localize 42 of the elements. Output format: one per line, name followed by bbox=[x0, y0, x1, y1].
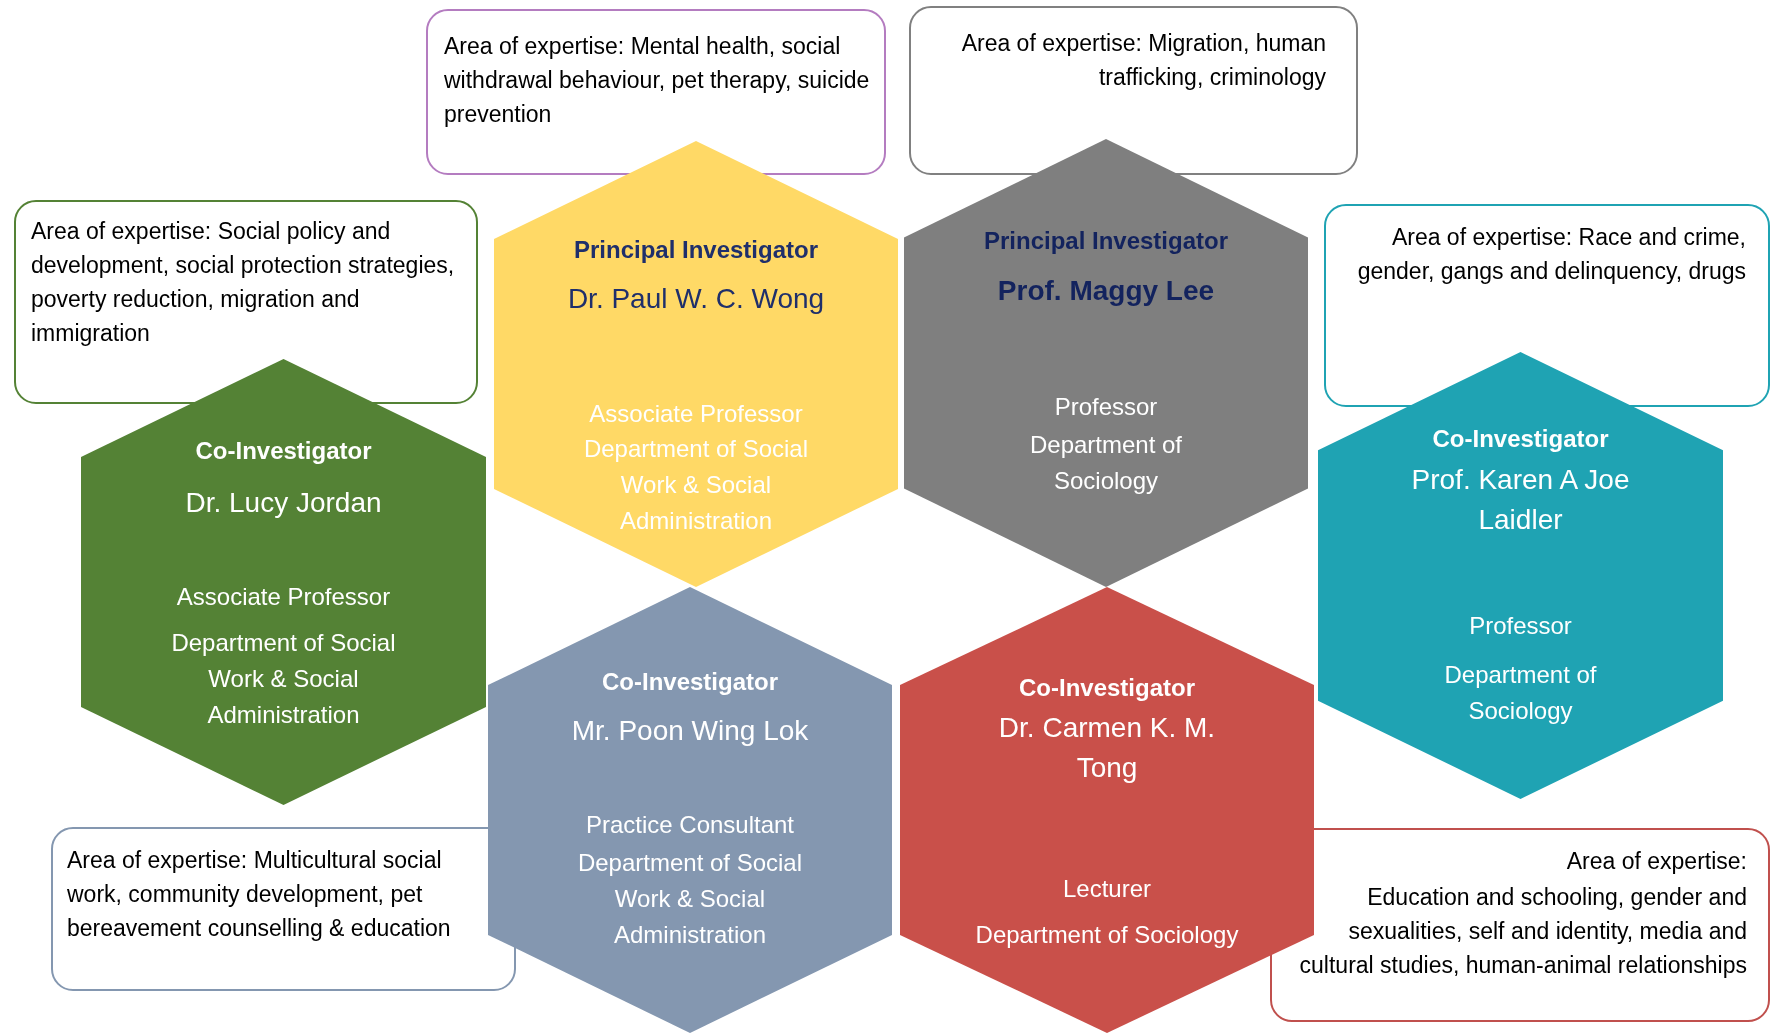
callout-box bbox=[1324, 204, 1770, 407]
profile-hexagon bbox=[488, 587, 892, 1033]
profile-hexagon bbox=[904, 139, 1308, 587]
job-title: Professor bbox=[1468, 611, 1573, 641]
callout-box bbox=[51, 827, 516, 991]
callout-box bbox=[1270, 828, 1770, 1022]
department-text: Department of Social Work & Social Administration bbox=[576, 848, 804, 950]
person-name: Prof. Karen A Joe Laidler bbox=[1410, 463, 1631, 537]
profile-hexagon bbox=[494, 141, 898, 587]
profile-hexagon bbox=[1318, 352, 1723, 799]
expertise-text: Area of expertise: Migration, human trafficking, criminology bbox=[960, 29, 1326, 92]
person-name: Dr. Paul W. C. Wong bbox=[566, 282, 826, 316]
callout-box bbox=[909, 6, 1358, 175]
expertise-text: Area of expertise: bbox=[1565, 847, 1747, 876]
department-text: Department of Sociology bbox=[1028, 430, 1184, 496]
profile-hexagon bbox=[81, 359, 486, 805]
job-title: Lecturer bbox=[1061, 874, 1152, 904]
job-title: Practice Consultant bbox=[584, 810, 796, 840]
person-name: Dr. Lucy Jordan bbox=[184, 486, 383, 520]
role-label: Co-Investigator bbox=[1431, 424, 1610, 454]
role-label: Co-Investigator bbox=[601, 667, 779, 697]
job-title: Professor bbox=[1053, 392, 1159, 422]
job-title: Associate Professor bbox=[588, 399, 804, 429]
department-text: Department of Sociology bbox=[1443, 660, 1598, 726]
department-text: Department of Social Work & Social Administration bbox=[582, 434, 810, 536]
person-name: Mr. Poon Wing Lok bbox=[570, 714, 810, 748]
expertise-text: Area of expertise: Multicultural social work, community development, pet bereavement counselling & education bbox=[67, 846, 452, 943]
role-label: Co-Investigator bbox=[1018, 673, 1196, 703]
role-label: Principal Investigator bbox=[572, 235, 820, 265]
callout-box bbox=[426, 9, 886, 175]
expertise-text: Area of expertise: Mental health, social withdrawal behaviour, pet therapy, suicide prevention bbox=[444, 32, 871, 129]
expertise-text: Area of expertise: Race and crime, gender, gangs and delinquency, drugs bbox=[1356, 223, 1746, 286]
expertise-text: Area of expertise: Social policy and development, social protection strategies, poverty reduction, migration and immigration bbox=[31, 217, 456, 348]
department-text: Department of Social Work & Social Administration bbox=[170, 628, 397, 730]
role-label: Principal Investigator bbox=[982, 226, 1230, 256]
person-name: Prof. Maggy Lee bbox=[996, 274, 1216, 308]
expertise-text: Education and schooling, gender and sexualities, self and identity, media and cultural studies, human-animal relationships bbox=[1298, 883, 1747, 980]
callout-box bbox=[14, 200, 478, 404]
department-text: Department of Sociology bbox=[974, 920, 1240, 950]
job-title: Associate Professor bbox=[175, 582, 392, 612]
role-label: Co-Investigator bbox=[194, 436, 373, 466]
person-name: Dr. Carmen K. M. Tong bbox=[997, 711, 1217, 785]
